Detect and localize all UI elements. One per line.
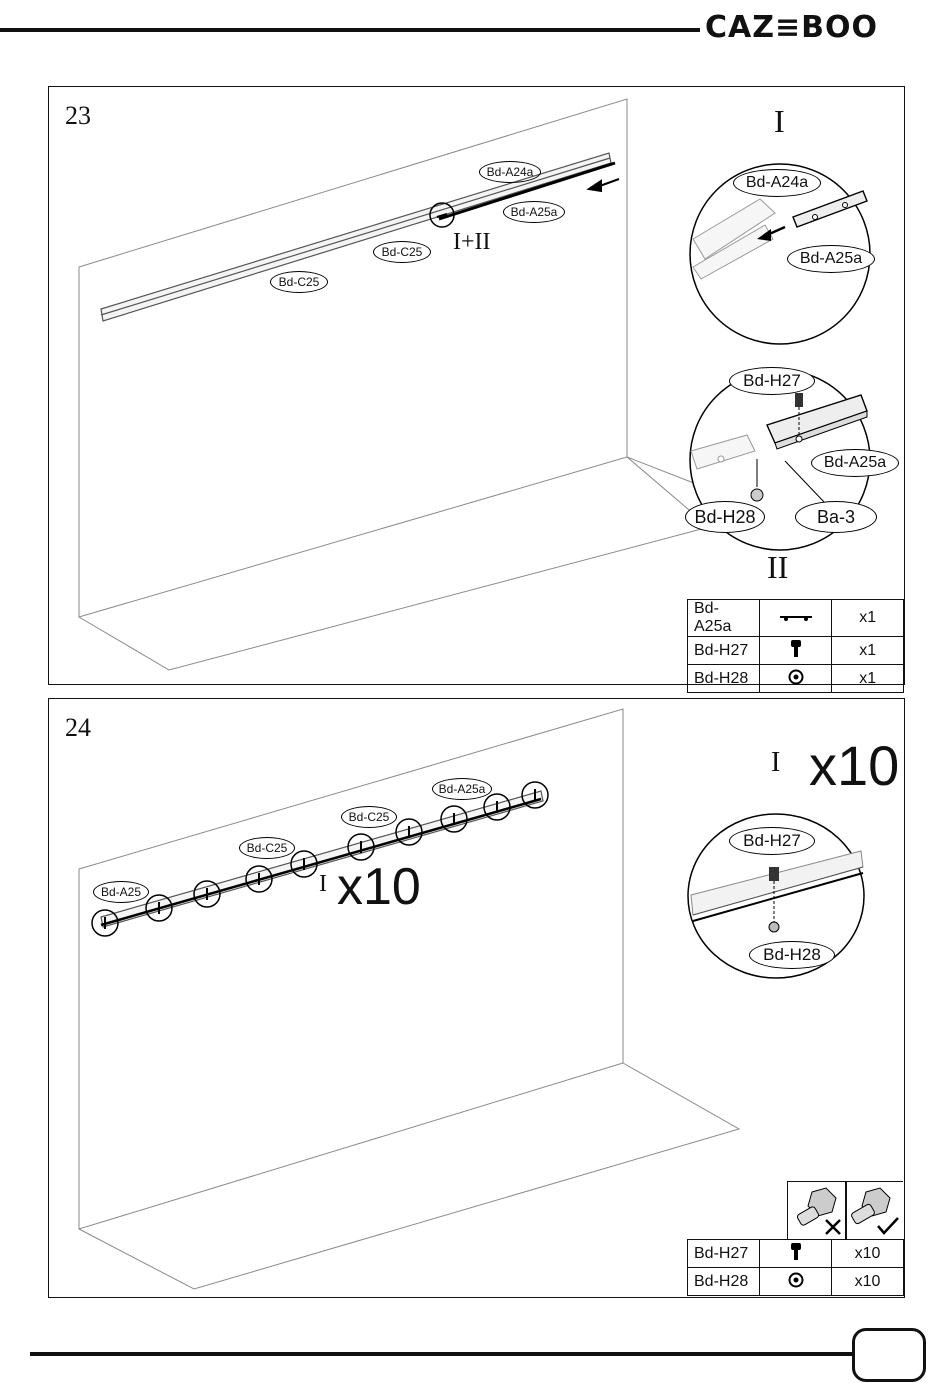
label-bd-c25: Bd-C25	[373, 241, 431, 263]
part-code: Bd-H28	[688, 665, 760, 693]
label-bd-c25: Bd-C25	[239, 837, 295, 859]
inline-roman-numeral: I	[319, 871, 327, 898]
label-bd-c25: Bd-C25	[341, 806, 397, 828]
part-qty: x1	[832, 665, 904, 693]
parts-table: Bd-H27 x10 Bd-H28 x10	[687, 1239, 904, 1296]
part-code: Bd-H28	[688, 1268, 760, 1296]
label-bd-h27: Bd-H27	[729, 367, 815, 395]
label-bd-a25a: Bd-A25a	[503, 201, 565, 223]
footer-rule	[30, 1352, 860, 1356]
table-row: Bd-H28 x1	[688, 665, 904, 693]
nut-icon	[788, 669, 804, 685]
inline-multiplier: x10	[337, 857, 421, 917]
part-qty: x10	[831, 1268, 903, 1296]
label-bd-a24a: Bd-A24a	[733, 169, 821, 197]
label-bd-a24a: Bd-A24a	[479, 161, 541, 183]
table-row: Bd-H27 x1	[688, 637, 904, 665]
label-bd-a25a: Bd-A25a	[811, 449, 899, 477]
tighten-guide	[787, 1181, 903, 1240]
part-qty: x10	[831, 1240, 903, 1268]
rail-bracket-icon	[778, 613, 814, 623]
page-number-box	[852, 1328, 926, 1382]
part-code: Bd-A25a	[688, 600, 760, 637]
label-bd-h28: Bd-H28	[749, 941, 835, 969]
detail-roman-numeral: I	[774, 103, 785, 140]
nut-icon	[788, 1272, 804, 1288]
label-bd-c25: Bd-C25	[270, 271, 328, 293]
bolt-loose-illustration	[790, 1184, 844, 1238]
detail-roman-numeral: II	[767, 549, 788, 586]
step-23-panel: 23 Bd-A24a Bd-A25a Bd-C25 Bd-C25 I+II I	[48, 86, 905, 685]
bolt-icon	[789, 639, 803, 659]
parts-table: Bd-A25a x1 Bd-H27 x1 Bd-H28 x1	[687, 599, 904, 693]
header-rule	[0, 28, 700, 32]
part-code: Bd-H27	[688, 1240, 760, 1268]
bolt-icon	[789, 1242, 803, 1262]
bolt-tight-illustration	[848, 1184, 902, 1238]
detail-reference: I+II	[453, 229, 491, 256]
part-code: Bd-H27	[688, 637, 760, 665]
label-ba-3: Ba-3	[795, 501, 877, 533]
check-icon	[878, 1218, 898, 1233]
detail-roman-numeral: I	[771, 747, 780, 779]
table-row: Bd-H27 x10	[688, 1240, 904, 1268]
label-bd-a25: Bd-A25	[93, 881, 149, 903]
part-qty: x1	[832, 600, 904, 637]
label-bd-a25a: Bd-A25a	[432, 778, 492, 800]
table-row: Bd-A25a x1	[688, 600, 904, 637]
label-bd-a25a: Bd-A25a	[787, 245, 875, 273]
label-bd-h27: Bd-H27	[729, 827, 815, 855]
brand-logo: CAZ≡BOO	[705, 10, 878, 45]
part-qty: x1	[832, 637, 904, 665]
table-row: Bd-H28 x10	[688, 1268, 904, 1296]
step-24-panel: 24	[48, 698, 905, 1298]
detail-multiplier: x10	[809, 733, 899, 798]
label-bd-h28: Bd-H28	[685, 501, 765, 533]
